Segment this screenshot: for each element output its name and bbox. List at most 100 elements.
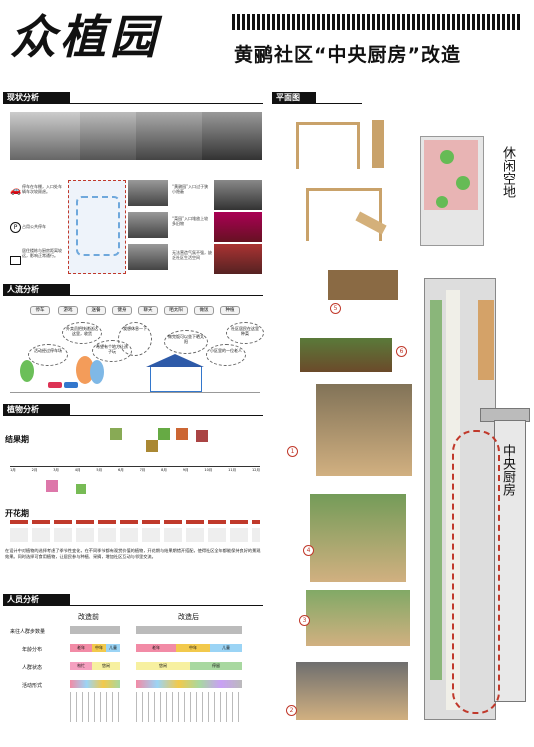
flow-bubble-5: 做完饭可以坐下晒太阳	[164, 330, 208, 354]
site-plan-building	[478, 300, 494, 380]
status-note-right-3: 无法营造气氛不强，缺乏社区生活空间	[172, 250, 212, 260]
pergola-model-3	[306, 590, 410, 646]
marker-1: 1	[287, 446, 298, 457]
car-icon	[64, 382, 78, 388]
fruit-photo	[158, 428, 170, 440]
fruit-photo	[196, 430, 208, 442]
traffic-after-bar	[136, 626, 242, 634]
people-before-label: 改造前	[78, 613, 99, 621]
fence-model-6	[300, 338, 392, 372]
status-note-3: 居住楼栋与厨房距离较远，影响正常通行。	[22, 248, 62, 258]
marker-3: 3	[299, 615, 310, 626]
flow-bubble-7: 社区居民在这里种菜	[226, 322, 264, 344]
section-header-status: 现状分析	[3, 92, 70, 103]
age-before-child: 儿童	[106, 644, 120, 652]
status-photo-7	[128, 244, 168, 270]
side-label-leisure: 休闲空地	[500, 146, 515, 198]
parking-icon: P	[10, 222, 21, 233]
house-roof	[146, 354, 204, 367]
month-label: 5月	[96, 468, 103, 472]
month-label: 9月	[182, 468, 189, 472]
month-label: 12月	[252, 468, 260, 472]
flower-photo	[46, 480, 58, 492]
month-label: 8月	[161, 468, 167, 472]
state-before-relaxed: 悠闲	[92, 662, 120, 670]
status-note-1: 停车在车棚，入口处车辆车次较顾虑。	[22, 184, 62, 194]
title-stripes	[232, 14, 522, 30]
activity-before-bar	[70, 680, 120, 688]
flow-tag-cook: 做饭	[194, 306, 214, 315]
month-label: 2月	[31, 468, 38, 472]
swing-model	[296, 122, 360, 169]
age-after-old: 老年	[136, 644, 176, 652]
playground-model	[306, 188, 382, 241]
leisure-plan-circle	[456, 176, 470, 190]
flow-tag-play: 游戏	[58, 306, 78, 315]
flow-tag-fitness: 健身	[112, 306, 132, 315]
status-photo-1	[10, 112, 80, 160]
flow-bubble-6: 小区里的一位老人	[206, 344, 246, 366]
status-photo-4	[202, 112, 262, 160]
title-calligraphy: 众植园	[10, 10, 160, 64]
side-label-kitchen: 中央厨房	[500, 444, 515, 496]
traffic-before-bar	[70, 626, 120, 634]
flow-tag-delivery: 送餐	[86, 306, 106, 315]
age-after-mid: 中年	[176, 644, 210, 652]
marker-6: 6	[396, 346, 407, 357]
month-label: 1月	[10, 468, 16, 472]
state-after-stay: 停留	[190, 662, 242, 670]
car-icon	[48, 382, 62, 388]
marker-2: 2	[286, 705, 297, 716]
flow-tag-chat: 聊天	[138, 306, 158, 315]
activity-labels-before	[70, 692, 120, 722]
status-photo-10	[214, 244, 262, 274]
status-photo-8	[214, 180, 262, 210]
marker-5: 5	[330, 303, 341, 314]
status-photo-3	[136, 112, 202, 160]
month-label: 7月	[139, 468, 146, 472]
pergola-model-1	[316, 384, 412, 476]
status-note-right-2: “菜园”入口堆放上较多旧物	[172, 216, 209, 226]
people-row-label: 来往人群步数量	[10, 629, 46, 635]
shelter-model-2	[296, 662, 408, 720]
status-note-right-1: “黄鹂园”入口过于狭小隐蔽	[172, 184, 209, 194]
flow-bubble-1: 活动经过停车场	[28, 344, 68, 366]
site-plan-green	[430, 300, 442, 680]
activity-labels-after	[136, 692, 242, 722]
marker-4: 4	[303, 545, 314, 556]
age-before-old: 老年	[70, 644, 92, 652]
page-subtitle: 黄鹂社区“中央厨房”改造	[234, 44, 461, 66]
pergola-model-4	[310, 494, 406, 582]
tree-blue	[90, 360, 104, 384]
month-label: 10月	[204, 468, 213, 472]
section-header-plants: 植物分析	[3, 404, 70, 415]
month-label: 11月	[228, 468, 237, 472]
flow-bubble-4: 我想休息一下	[118, 322, 152, 356]
section-rule	[272, 103, 362, 104]
section-header-plan: 平面图	[272, 92, 316, 103]
people-row-label: 年龄分布	[22, 647, 43, 653]
people-row-label: 人群状态	[22, 665, 43, 671]
month-label: 6月	[117, 468, 124, 472]
people-after-label: 改造后	[178, 613, 199, 621]
flower-bar	[10, 520, 260, 524]
section-rule	[3, 103, 263, 104]
status-photo-5	[128, 180, 168, 206]
house-icon	[150, 366, 202, 392]
fence-model-5	[328, 270, 398, 300]
leisure-plan-circle	[436, 196, 448, 208]
state-before-busy: 匆忙	[70, 662, 92, 670]
flower-photo	[76, 484, 86, 494]
flower-notes	[10, 528, 260, 542]
route-dashed	[452, 430, 500, 714]
tree-green	[20, 360, 34, 382]
plants-paragraph: 在设计中对植物的选择考虑了季节性变化，在不同季节都有观赏价值的植物，开花期与结果…	[5, 548, 261, 559]
flow-bubble-2: 外卖员把快递送达这里，收货	[62, 322, 102, 344]
fruit-photo	[146, 440, 158, 452]
age-after-child: 儿童	[210, 644, 242, 652]
status-map-route	[76, 196, 120, 256]
section-header-flow: 人流分析	[3, 284, 70, 295]
fruit-period-label: 结果期	[5, 435, 29, 444]
fruit-photo	[110, 428, 122, 440]
car-icon: 🚗	[10, 186, 22, 196]
